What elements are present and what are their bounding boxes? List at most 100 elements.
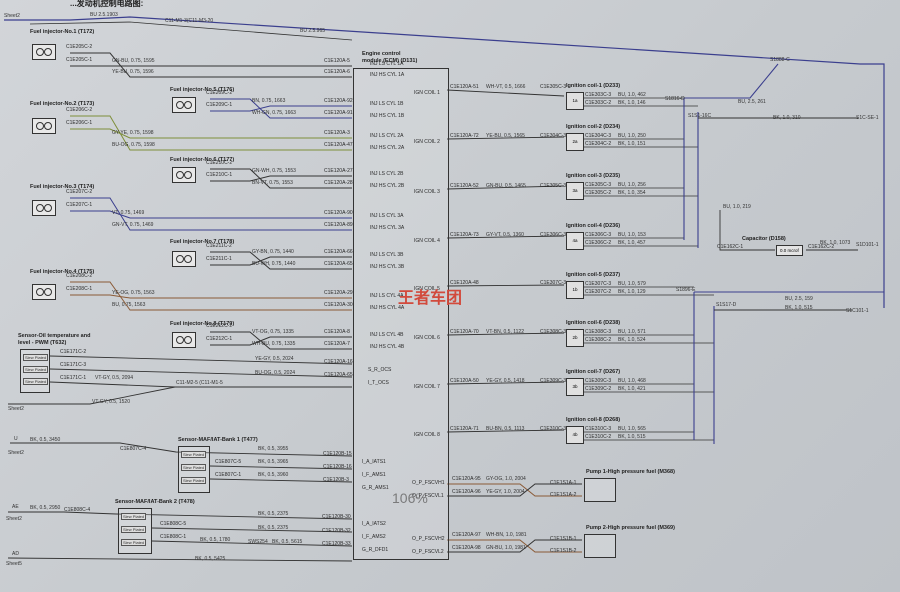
injector-ecm-sig-1: INJ LS CYL 2A bbox=[370, 133, 404, 139]
pump-ecm-pin-2: C1E120A-98 bbox=[452, 545, 481, 551]
injector-ecm-pin-1: C1E120A-29 bbox=[324, 290, 353, 296]
coil-pin-2: C1E304C-2 bbox=[585, 141, 612, 147]
ignition-coil-title: Ignition coil-1 (D233) bbox=[566, 83, 621, 89]
injector-wire-1: GN-BU, 0.75, 1595 bbox=[112, 58, 155, 64]
coil-wire-2: BK, 1.0, 457 bbox=[618, 240, 646, 246]
injector-symbol-icon bbox=[172, 97, 196, 113]
splice-s1888c: S1888-C bbox=[770, 57, 790, 63]
ign-wire: WH-VT, 0.5, 1666 bbox=[486, 84, 526, 90]
top-bus-label-left: BU 2.5.1903 bbox=[90, 12, 118, 18]
ign-ecm-sig: IGN COIL 6 bbox=[414, 335, 440, 341]
sensor-row: Slew Plated bbox=[181, 477, 207, 484]
maf2-wire-line bbox=[151, 527, 353, 533]
oil-pin-3: C1E171C-1 bbox=[60, 375, 87, 381]
ign-coil-connector: C1E306C-3 bbox=[540, 232, 567, 238]
injector-pin-1: C1E207C-2 bbox=[66, 189, 93, 195]
ignition-coil-title: Ignition coil-4 (D236) bbox=[566, 223, 621, 229]
injector-wire-1: YE-OG, 0.75, 1563 bbox=[112, 290, 155, 296]
capacitor-wire: BK, 1.0, 1073 bbox=[820, 240, 851, 246]
coil-pin-2: C1E306C-2 bbox=[585, 240, 612, 246]
maf2-ecm-sig-1: I_A_IATS2 bbox=[362, 521, 386, 527]
ign-coil-connector: C1E304C-3 bbox=[540, 133, 567, 139]
injector-pin-1: C1E205C-2 bbox=[66, 44, 93, 50]
maf2-wire-5: BK, 0.5, 5615 bbox=[272, 539, 303, 545]
pump-pin-1: C1E1S1A-1 bbox=[550, 480, 577, 486]
pump-ecm-pin-1: C1E120A-97 bbox=[452, 532, 481, 538]
oil-pin-2: C1E171C-3 bbox=[60, 362, 87, 368]
injector-ecm-pin-2: C1E120A-30 bbox=[324, 302, 353, 308]
injector-pin-1: C1E208C-2 bbox=[66, 273, 93, 279]
pump-pin-1: C1E1S1B-1 bbox=[550, 536, 577, 542]
maf1-ecm-sig-1: I_A_IATS1 bbox=[362, 459, 386, 465]
maf2-bk2: BK, 0.5, 5425 bbox=[195, 556, 226, 562]
maf1-sheet: Sheet2 bbox=[8, 450, 24, 456]
sensor-row: Slew Plated bbox=[23, 378, 49, 385]
injector-symbol-icon bbox=[32, 118, 56, 134]
ign-wire: YE-BU, 0.5, 1565 bbox=[486, 133, 525, 139]
injector-pin-2: C1E212C-1 bbox=[206, 336, 233, 342]
injector-title: Fuel injector-No.1 (T172) bbox=[30, 29, 95, 35]
injector-wire-line bbox=[70, 294, 352, 299]
injector-pin-1: C1E212C-2 bbox=[206, 323, 233, 329]
pump-ecm-sig-1: O_P_FSCVH2 bbox=[412, 536, 445, 542]
ign-wire: YE-GY, 0.5, 1418 bbox=[486, 378, 525, 384]
ign-wire: GY-VT, 0.5, 1360 bbox=[486, 232, 524, 238]
injector-wire-2: BN-VT, 0.75, 1553 bbox=[252, 180, 293, 186]
pump-ecm-sig-2: O_P_FSCVL2 bbox=[412, 549, 444, 555]
ign-coil-connector: C1E305C-3 bbox=[540, 84, 567, 90]
top-bus-wire-2 bbox=[29, 21, 353, 41]
ign-ecm-pin: C1E120A-71 bbox=[450, 426, 479, 432]
injector-ecm-sig-1: INJ LS CYL 3B bbox=[370, 252, 404, 258]
injector-symbol-icon bbox=[172, 332, 196, 348]
ecm-title: Engine control bbox=[362, 51, 401, 57]
maf1-title: Sensor-MAF/IAT-Bank 1 (T477) bbox=[178, 437, 258, 443]
injector-ecm-pin-2: C1E120A-7 bbox=[324, 341, 350, 347]
maf2-wire-line bbox=[151, 540, 353, 547]
maf2-pin-3: C1E808C-1 bbox=[160, 534, 187, 540]
maf1-bk: BK, 0.5, 3450 bbox=[30, 437, 61, 443]
injector-ecm-sig-2: INJ HS CYL 4A bbox=[370, 305, 405, 311]
pump-ecm-sig-2: O_P_FSCVL1 bbox=[412, 493, 444, 499]
injector-wire-line bbox=[210, 105, 352, 112]
right-bk515: BK, 1.0, 515 bbox=[785, 305, 813, 311]
coil-wire-2: BK, 1.0, 129 bbox=[618, 289, 646, 295]
oil-wire-3: VT-GY, 0.5, 2094 bbox=[95, 375, 133, 381]
capacitor-pin-1: C1E162C-1 bbox=[717, 244, 744, 250]
maf2-ecm-pin-1: C1E120B-30 bbox=[322, 514, 351, 520]
maf1-body: Slew Plated Slew Plated Slew Plated bbox=[178, 446, 210, 493]
injector-ecm-sig-1: INJ LS CYL 3A bbox=[370, 213, 404, 219]
ignition-coil-title: Ignition coil-2 (D234) bbox=[566, 124, 621, 130]
maf2-wire-1: BK, 0.5, 2375 bbox=[258, 511, 289, 517]
maf2-bk: BK, 0.5, 2950 bbox=[30, 505, 61, 511]
ignition-coil-icon: 2b bbox=[566, 329, 584, 347]
pump-wire-line bbox=[447, 483, 582, 497]
maf2-sheet-ae: AE bbox=[12, 504, 19, 510]
oil-sheet-ref: Sheet2 bbox=[8, 406, 24, 412]
injector-wire-line bbox=[210, 336, 352, 346]
sensor-row: Slew Plated bbox=[23, 366, 49, 373]
pump-wire-2: GN-BU, 1.0, 1981 bbox=[486, 545, 526, 551]
injector-pin-1: C1E210C-2 bbox=[206, 160, 233, 166]
maf1-pin-1: C1E807C-4 bbox=[120, 446, 147, 452]
pump-pin-2: C1E1S1B-2 bbox=[550, 548, 577, 554]
injector-symbol-icon bbox=[172, 251, 196, 267]
page-title: ...发动机控制电路图: bbox=[70, 0, 144, 8]
maf1-pin-3: C1E807C-1 bbox=[215, 472, 242, 478]
injector-ecm-sig-2: INJ HS CYL 3A bbox=[370, 225, 405, 231]
injector-pin-2: C1E208C-1 bbox=[66, 286, 93, 292]
ignition-coil-icon: 1a bbox=[566, 92, 584, 110]
coil-wire-1: BU, 1.0, 571 bbox=[618, 329, 646, 335]
maf2-ecm-pin-3: C1E120B-33 bbox=[322, 541, 351, 547]
coil-pin-1: C1E305C-3 bbox=[585, 182, 612, 188]
maf2-pin-1: C1E808C-4 bbox=[64, 507, 91, 513]
oil-ecm-pin-1: C1E120A-16 bbox=[324, 359, 353, 365]
coil-pin-1: C1E303C-3 bbox=[585, 92, 612, 98]
maf2-sheet-2: Sheet5 bbox=[6, 561, 22, 567]
pump-body bbox=[584, 478, 616, 502]
injector-title: Fuel injector-No.7 (T178) bbox=[170, 239, 235, 245]
splice-s1s17d: S1S17-D bbox=[716, 302, 737, 308]
top-bus-label-mid: BU 2.5.965 bbox=[300, 28, 326, 34]
coil-pin-2: C1E309C-2 bbox=[585, 386, 612, 392]
